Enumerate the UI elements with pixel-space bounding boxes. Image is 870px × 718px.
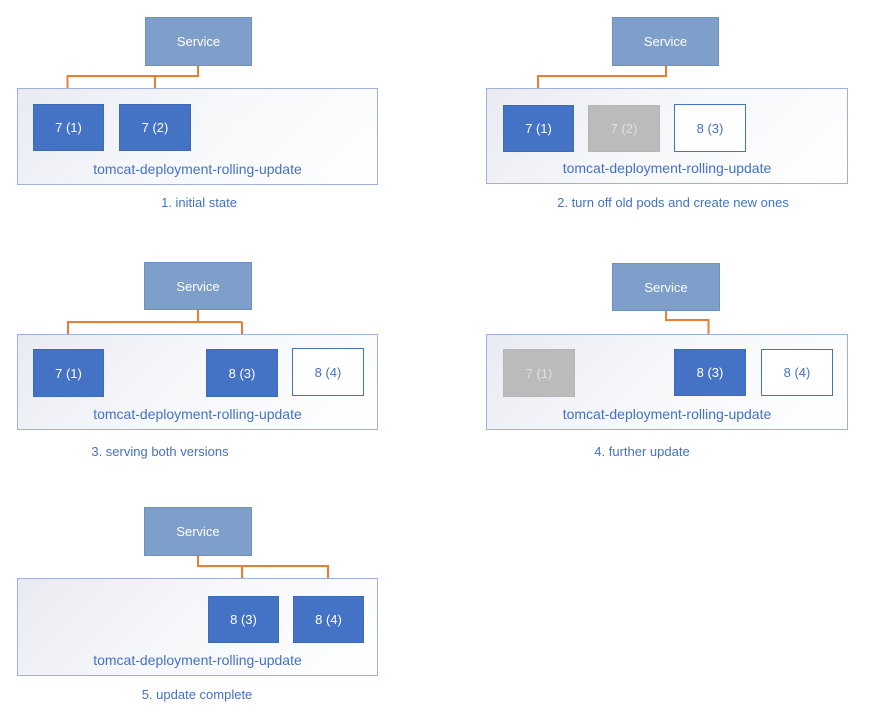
deployment-label: tomcat-deployment-rolling-update [93,161,302,177]
service-box: Service [612,263,720,311]
service-label: Service [176,34,221,49]
pod-label: 8 (3) [228,365,256,381]
deployment-label: tomcat-deployment-rolling-update [562,406,772,422]
pod-7-2: 7 (2) [119,104,191,151]
pod-7-1: 7 (1) [503,105,574,152]
pod-8-3: 8 (3) [674,349,746,396]
pod-8-3: 8 (3) [674,104,746,152]
pod-label: 8 (4) [783,365,811,380]
pod-8-4: 8 (4) [292,348,364,396]
deployment-box: 7 (1) 7 (2) tomcat-deployment-rolling-up… [17,88,378,185]
panel-initial-state: Service 7 (1) 7 (2) tomcat-deployment-ro… [0,0,435,233]
pod-label: 8 (4) [315,612,342,627]
pod-label: 8 (3) [696,120,724,136]
service-label: Service [176,524,220,539]
step-caption: 5. update complete [141,687,253,702]
panel-update-complete: Service 8 (3) 8 (4) tomcat-deployment-ro… [0,485,435,718]
step-caption: 3. serving both versions [91,444,229,459]
service-label: Service [176,278,220,294]
deployment-label: tomcat-deployment-rolling-update [93,652,302,668]
pod-label: 8 (4) [314,364,342,380]
pod-label: 7 (1) [525,121,552,136]
deployment-label: tomcat-deployment-rolling-update [562,160,772,176]
pod-7-1: 7 (1) [33,349,104,397]
service-label: Service [643,34,688,49]
deployment-box: 7 (1) 7 (2) 8 (3) tomcat-deployment-roll… [486,88,848,184]
service-box: Service [144,507,252,556]
deployment-label: tomcat-deployment-rolling-update [93,406,302,422]
pod-8-3: 8 (3) [206,349,278,397]
pod-label: 7 (1) [55,120,82,135]
pod-label: 7 (1) [525,365,553,381]
service-box: Service [612,17,719,66]
step-caption: 1. initial state [161,195,237,210]
deployment-box: 8 (3) 8 (4) tomcat-deployment-rolling-up… [17,578,378,676]
service-box: Service [144,262,252,310]
pod-label: 7 (2) [141,120,169,135]
pod-8-4: 8 (4) [293,596,364,643]
panel-serving-both-versions: Service 7 (1) 8 (3) 8 (4) tomcat-deploym… [0,240,435,473]
deployment-box: 7 (1) 8 (3) 8 (4) tomcat-deployment-roll… [486,334,848,430]
step-caption: 2. turn off old pods and create new ones [557,195,789,210]
service-label: Service [644,279,688,295]
panel-turn-off-old-pods: Service 7 (1) 7 (2) 8 (3) tomcat-deploym… [435,0,870,233]
panel-further-update: Service 7 (1) 8 (3) 8 (4) tomcat-deploym… [435,240,870,473]
pod-7-1: 7 (1) [503,349,575,397]
step-caption: 4. further update [594,444,690,459]
pod-7-1: 7 (1) [33,104,104,151]
pod-label: 7 (1) [55,365,82,381]
deployment-box: 7 (1) 8 (3) 8 (4) tomcat-deployment-roll… [17,334,378,430]
pod-label: 8 (3) [696,365,724,380]
pod-7-2: 7 (2) [588,105,660,152]
pod-label: 8 (3) [230,612,257,627]
pod-label: 7 (2) [610,121,638,136]
pod-8-4: 8 (4) [761,349,833,396]
service-box: Service [145,17,252,66]
pod-8-3: 8 (3) [208,596,279,643]
